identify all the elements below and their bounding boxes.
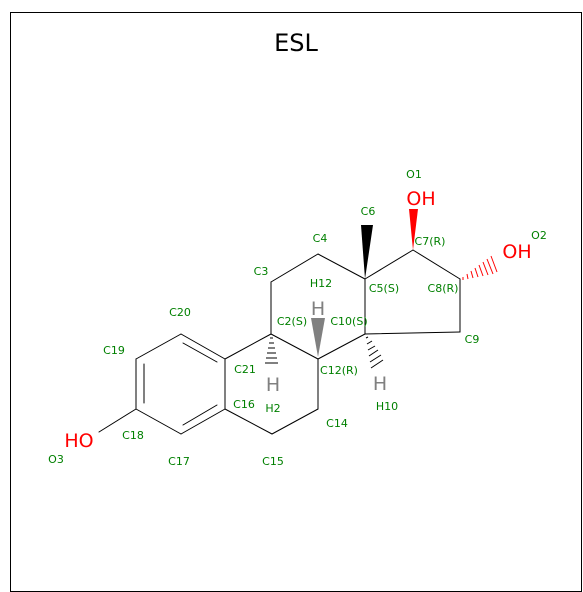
double-bond-c20-c21 [182, 342, 218, 363]
bond-c2-c12 [270, 333, 319, 360]
oh-right-label: OH [502, 241, 531, 263]
atom-label-c10: C10(S) [330, 315, 367, 328]
hash-c2-h [265, 337, 278, 364]
h-c12-label: H [311, 298, 325, 320]
bond-c17-c18 [135, 408, 182, 435]
ho-left-label: HO [64, 430, 93, 452]
atom-label-c18: C18 [122, 429, 144, 442]
atom-label-c17: C17 [168, 455, 190, 468]
atom-label-c12: C12(R) [320, 364, 358, 377]
bond-c16-c17 [180, 408, 226, 435]
bond-c9-c10 [364, 331, 461, 335]
bond-c5-c7 [364, 249, 414, 280]
atom-label-h10: H10 [376, 400, 398, 413]
atom-label-c7: C7(R) [415, 235, 446, 248]
atom-label-c4: C4 [313, 232, 328, 245]
double-bond-c16-c17 [182, 404, 218, 426]
bond-c19-c20 [135, 333, 182, 360]
atom-label-c21: C21 [234, 363, 256, 376]
atom-label-o1: O1 [406, 168, 422, 181]
hash-c10-h [365, 336, 384, 369]
bond-c10-c12 [317, 333, 366, 360]
bond-c18-o3 [98, 408, 137, 433]
atom-label-o3: O3 [48, 453, 64, 466]
bond-c14-c15 [271, 408, 319, 435]
wedge-c12-h [311, 318, 325, 357]
atom-label-c9: C9 [465, 333, 480, 346]
bond-c4-c5 [317, 253, 366, 280]
bond-c7-c8 [412, 249, 461, 280]
atom-label-c19: C19 [103, 344, 125, 357]
atom-label-c14: C14 [326, 417, 348, 430]
bond-c15-c16 [224, 408, 273, 435]
atom-label-c5: C5(S) [369, 282, 399, 295]
atom-label-h2: H2 [265, 402, 280, 415]
bond-c3-c4 [270, 253, 319, 283]
atom-label-c20: C20 [169, 306, 191, 319]
atom-label-c3: C3 [254, 265, 269, 278]
atom-label-c2: C2(S) [277, 315, 307, 328]
h-c10-label: H [373, 373, 387, 395]
title: ESL [274, 29, 318, 57]
atom-label-c6: C6 [361, 205, 376, 218]
h-c2-label: H [266, 374, 280, 396]
atom-label-c8: C8(R) [428, 282, 459, 295]
wedge-c7-o1 [409, 209, 418, 250]
atom-label-o2: O2 [531, 229, 547, 242]
atom-label-h12: H12 [310, 277, 332, 290]
atom-label-c16: C16 [233, 398, 255, 411]
hash-c8-o2 [462, 255, 498, 280]
oh-top-label: OH [406, 188, 435, 210]
atom-label-c15: C15 [262, 455, 284, 468]
bond-c20-c21 [180, 333, 226, 360]
diagram-frame [10, 12, 582, 592]
bond-c21-c2 [224, 333, 272, 360]
wedge-c5-c6 [361, 225, 373, 279]
